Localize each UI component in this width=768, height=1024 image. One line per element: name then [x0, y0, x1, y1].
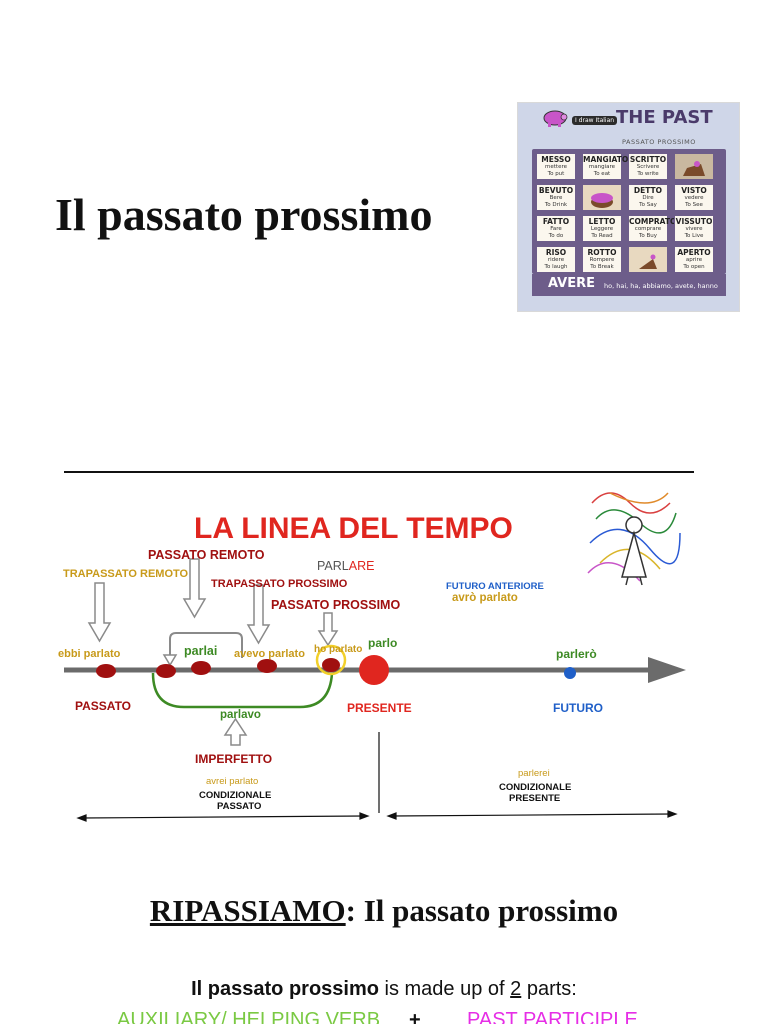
parlo-label: parlo: [368, 636, 398, 650]
dot-parlai-2: [191, 661, 211, 675]
parts-line: AUXILIARY/ HELPING VERB + PAST PARTICIPL…: [0, 1008, 768, 1024]
pig-icon: [540, 107, 570, 127]
timeline-arrowhead: [648, 657, 686, 683]
page-title: Il passato prossimo: [55, 189, 433, 240]
the-past-card: I draw Italian THE PAST PASSATO PROSSIMO…: [517, 102, 740, 312]
trapassato-prossimo-label: TRAPASSATO PROSSIMO: [211, 578, 348, 590]
arrow-imperfetto: [223, 717, 248, 746]
condizionale-passato-1: CONDIZIONALE: [199, 790, 272, 801]
cake-cell: [628, 246, 668, 273]
ebbi-parlato-label: ebbi parlato: [58, 648, 121, 660]
arrow-passato-remoto: [182, 558, 207, 619]
connector-curve: [169, 632, 243, 658]
parlerei-label: parlerei: [518, 768, 550, 779]
part-past-participle: PAST PARTICIPLE: [467, 1009, 638, 1024]
avere-forms: ho, hai, ha, abbiamo, avete, hanno: [604, 282, 718, 290]
review-title-rest: : Il passato prossimo: [345, 893, 619, 928]
parlai-label: parlai: [184, 644, 218, 658]
intro-end: parts:: [521, 978, 577, 1000]
presente-label: PRESENTE: [347, 701, 412, 715]
imperfetto-label: IMPERFETTO: [195, 752, 273, 766]
range-arrow-left: [76, 812, 370, 822]
cake-cell: [674, 153, 714, 180]
review-title-underlined: RIPASSIAMO: [149, 893, 346, 928]
passato-remoto-label: PASSATO REMOTO: [148, 548, 265, 562]
dot-parlai-1: [156, 664, 176, 678]
range-arrow-right: [386, 810, 678, 820]
cake-icon: [591, 193, 613, 208]
intro-bold: Il passato prossimo: [191, 978, 379, 1000]
cake-slice-icon: [683, 161, 705, 176]
futuro-label: FUTURO: [553, 701, 603, 715]
imperfetto-bracket: [151, 672, 334, 709]
review-title: RIPASSIAMO: Il passato prossimo: [0, 893, 768, 929]
dot-ho-parlato: [322, 658, 340, 672]
highlight-ho-parlato: [315, 644, 347, 676]
condizionale-passato-2: PASSATO: [217, 801, 262, 812]
passato-label: PASSATO: [75, 699, 132, 713]
plus-sign: +: [409, 1009, 421, 1024]
passato-prossimo-label: PASSATO PROSSIMO: [271, 598, 401, 612]
card-subheading: PASSATO PROSSIMO: [622, 138, 696, 146]
arrow-trapassato-remoto: [87, 582, 112, 643]
condizionale-presente-2: PRESENTE: [509, 793, 561, 804]
arrow-trapassato-prossimo: [246, 584, 271, 645]
dot-presente: [359, 655, 389, 685]
part-auxiliary: AUXILIARY/ HELPING VERB: [117, 1009, 381, 1024]
futuro-anteriore-label: FUTURO ANTERIORE: [446, 581, 544, 592]
trapassato-remoto-label: TRAPASSATO REMOTO: [63, 568, 189, 580]
condizionale-presente-1: CONDIZIONALE: [499, 782, 572, 793]
verb-parlare: PARLARE: [317, 559, 374, 573]
dot-ebbi-parlato: [96, 664, 116, 678]
verb-are: ARE: [348, 559, 375, 573]
cake-piece-icon: [639, 254, 657, 269]
arrow-passato-prossimo: [317, 612, 339, 647]
timeline-graphic: [64, 492, 686, 822]
avro-parlato-label: avrò parlato: [452, 592, 518, 604]
parlero-label: parlerò: [556, 647, 597, 661]
timeline-heading: LA LINEA DEL TEMPO: [194, 512, 513, 545]
avrei-parlato-label: avrei parlato: [206, 776, 259, 787]
card-footer: [532, 274, 726, 296]
ho-parlato-label: ho parlato: [314, 644, 363, 655]
intro-number: 2: [510, 978, 522, 1000]
parlavo-label: parlavo: [220, 709, 261, 721]
cake-cell: [582, 184, 622, 211]
brand-label: I draw Italian: [572, 116, 618, 125]
intro-mid: is made up of: [378, 978, 511, 1000]
dot-avevo-parlato: [257, 659, 277, 673]
doodle-figure-icon: [587, 492, 681, 586]
avere-label: AVERE: [548, 276, 596, 291]
avevo-parlato-label: avevo parlato: [234, 648, 305, 660]
card-heading: THE PAST: [616, 107, 713, 128]
verb-parl: PARL: [317, 559, 349, 573]
intro-sentence: Il passato prossimo is made up of 2 part…: [0, 978, 768, 1001]
dot-futuro: [564, 667, 576, 679]
top-divider: [64, 471, 694, 473]
